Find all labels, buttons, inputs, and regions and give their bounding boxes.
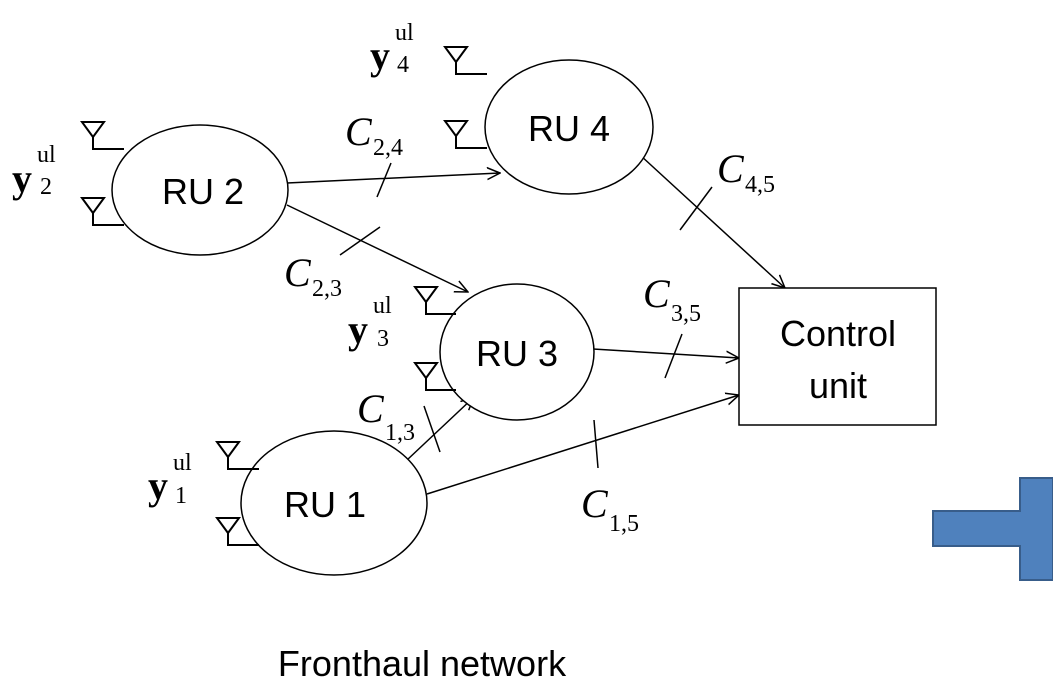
link-ru1-control bbox=[426, 395, 739, 495]
svg-text:ul: ul bbox=[37, 142, 56, 168]
svg-text:4: 4 bbox=[397, 52, 409, 78]
capacity-tick-c23 bbox=[339, 226, 381, 256]
capacity-tick-c13 bbox=[423, 405, 441, 453]
svg-text:2,3: 2,3 bbox=[312, 276, 342, 302]
capacity-label-c24: C 2,4 bbox=[345, 109, 403, 161]
link-ru4-control bbox=[639, 154, 785, 288]
ru-3-node bbox=[439, 283, 595, 421]
capacity-tick-c45 bbox=[679, 186, 713, 231]
link-ru2-ru3 bbox=[286, 204, 468, 292]
signal-label-ru2: y ul 2 bbox=[12, 142, 56, 201]
svg-text:C: C bbox=[357, 386, 385, 431]
ru-3-label: RU 3 bbox=[476, 333, 558, 374]
signal-label-ru1: y ul 1 bbox=[148, 450, 192, 509]
svg-text:C: C bbox=[581, 481, 609, 526]
svg-text:C: C bbox=[284, 250, 312, 295]
capacity-tick-c15 bbox=[593, 419, 599, 469]
ru-2-node bbox=[111, 124, 289, 256]
svg-text:3: 3 bbox=[377, 326, 389, 352]
svg-text:y: y bbox=[148, 463, 168, 508]
capacity-tick-c24 bbox=[376, 162, 392, 198]
antenna-icon bbox=[80, 121, 124, 226]
antenna-icon bbox=[413, 286, 456, 391]
svg-text:4,5: 4,5 bbox=[745, 172, 775, 198]
ru-1-label: RU 1 bbox=[284, 484, 366, 525]
capacity-label-c13: C 1,3 bbox=[357, 386, 415, 446]
svg-text:ul: ul bbox=[395, 20, 414, 46]
link-ru2-ru4 bbox=[286, 173, 500, 184]
capacity-label-c35: C 3,5 bbox=[643, 271, 701, 327]
svg-text:y: y bbox=[348, 307, 368, 352]
ru-4-label: RU 4 bbox=[528, 108, 610, 149]
signal-label-ru4: y ul 4 bbox=[370, 20, 414, 78]
diagram-caption: Fronthaul network bbox=[278, 643, 567, 684]
svg-text:y: y bbox=[12, 156, 32, 201]
svg-text:2: 2 bbox=[40, 174, 52, 200]
right-arrow-icon bbox=[932, 477, 1053, 581]
svg-text:2,4: 2,4 bbox=[373, 135, 403, 161]
svg-text:1,3: 1,3 bbox=[385, 420, 415, 446]
antenna-icon bbox=[215, 441, 259, 546]
control-unit-box bbox=[738, 287, 937, 426]
svg-text:1: 1 bbox=[175, 483, 187, 509]
link-ru3-control bbox=[592, 348, 739, 358]
link-ru1-ru3 bbox=[406, 397, 474, 461]
ru-1-node bbox=[240, 430, 428, 576]
svg-text:ul: ul bbox=[373, 293, 392, 319]
svg-text:C: C bbox=[643, 271, 671, 316]
capacity-tick-c35 bbox=[664, 333, 683, 379]
capacity-label-c45: C 4,5 bbox=[717, 146, 775, 198]
control-unit-label-line1: Control bbox=[780, 313, 896, 354]
capacity-label-c23: C 2,3 bbox=[284, 250, 342, 302]
svg-text:1,5: 1,5 bbox=[609, 511, 639, 537]
ru-4-node bbox=[484, 59, 654, 195]
ru-2-label: RU 2 bbox=[162, 171, 244, 212]
antenna-icon bbox=[443, 46, 487, 149]
capacity-label-c15: C 1,5 bbox=[581, 481, 639, 537]
control-unit-label-line2: unit bbox=[809, 365, 867, 406]
svg-text:3,5: 3,5 bbox=[671, 301, 701, 327]
svg-text:C: C bbox=[717, 146, 745, 191]
signal-label-ru3: y ul 3 bbox=[348, 293, 392, 352]
svg-text:C: C bbox=[345, 109, 373, 154]
svg-text:y: y bbox=[370, 33, 390, 78]
svg-text:ul: ul bbox=[173, 450, 192, 476]
